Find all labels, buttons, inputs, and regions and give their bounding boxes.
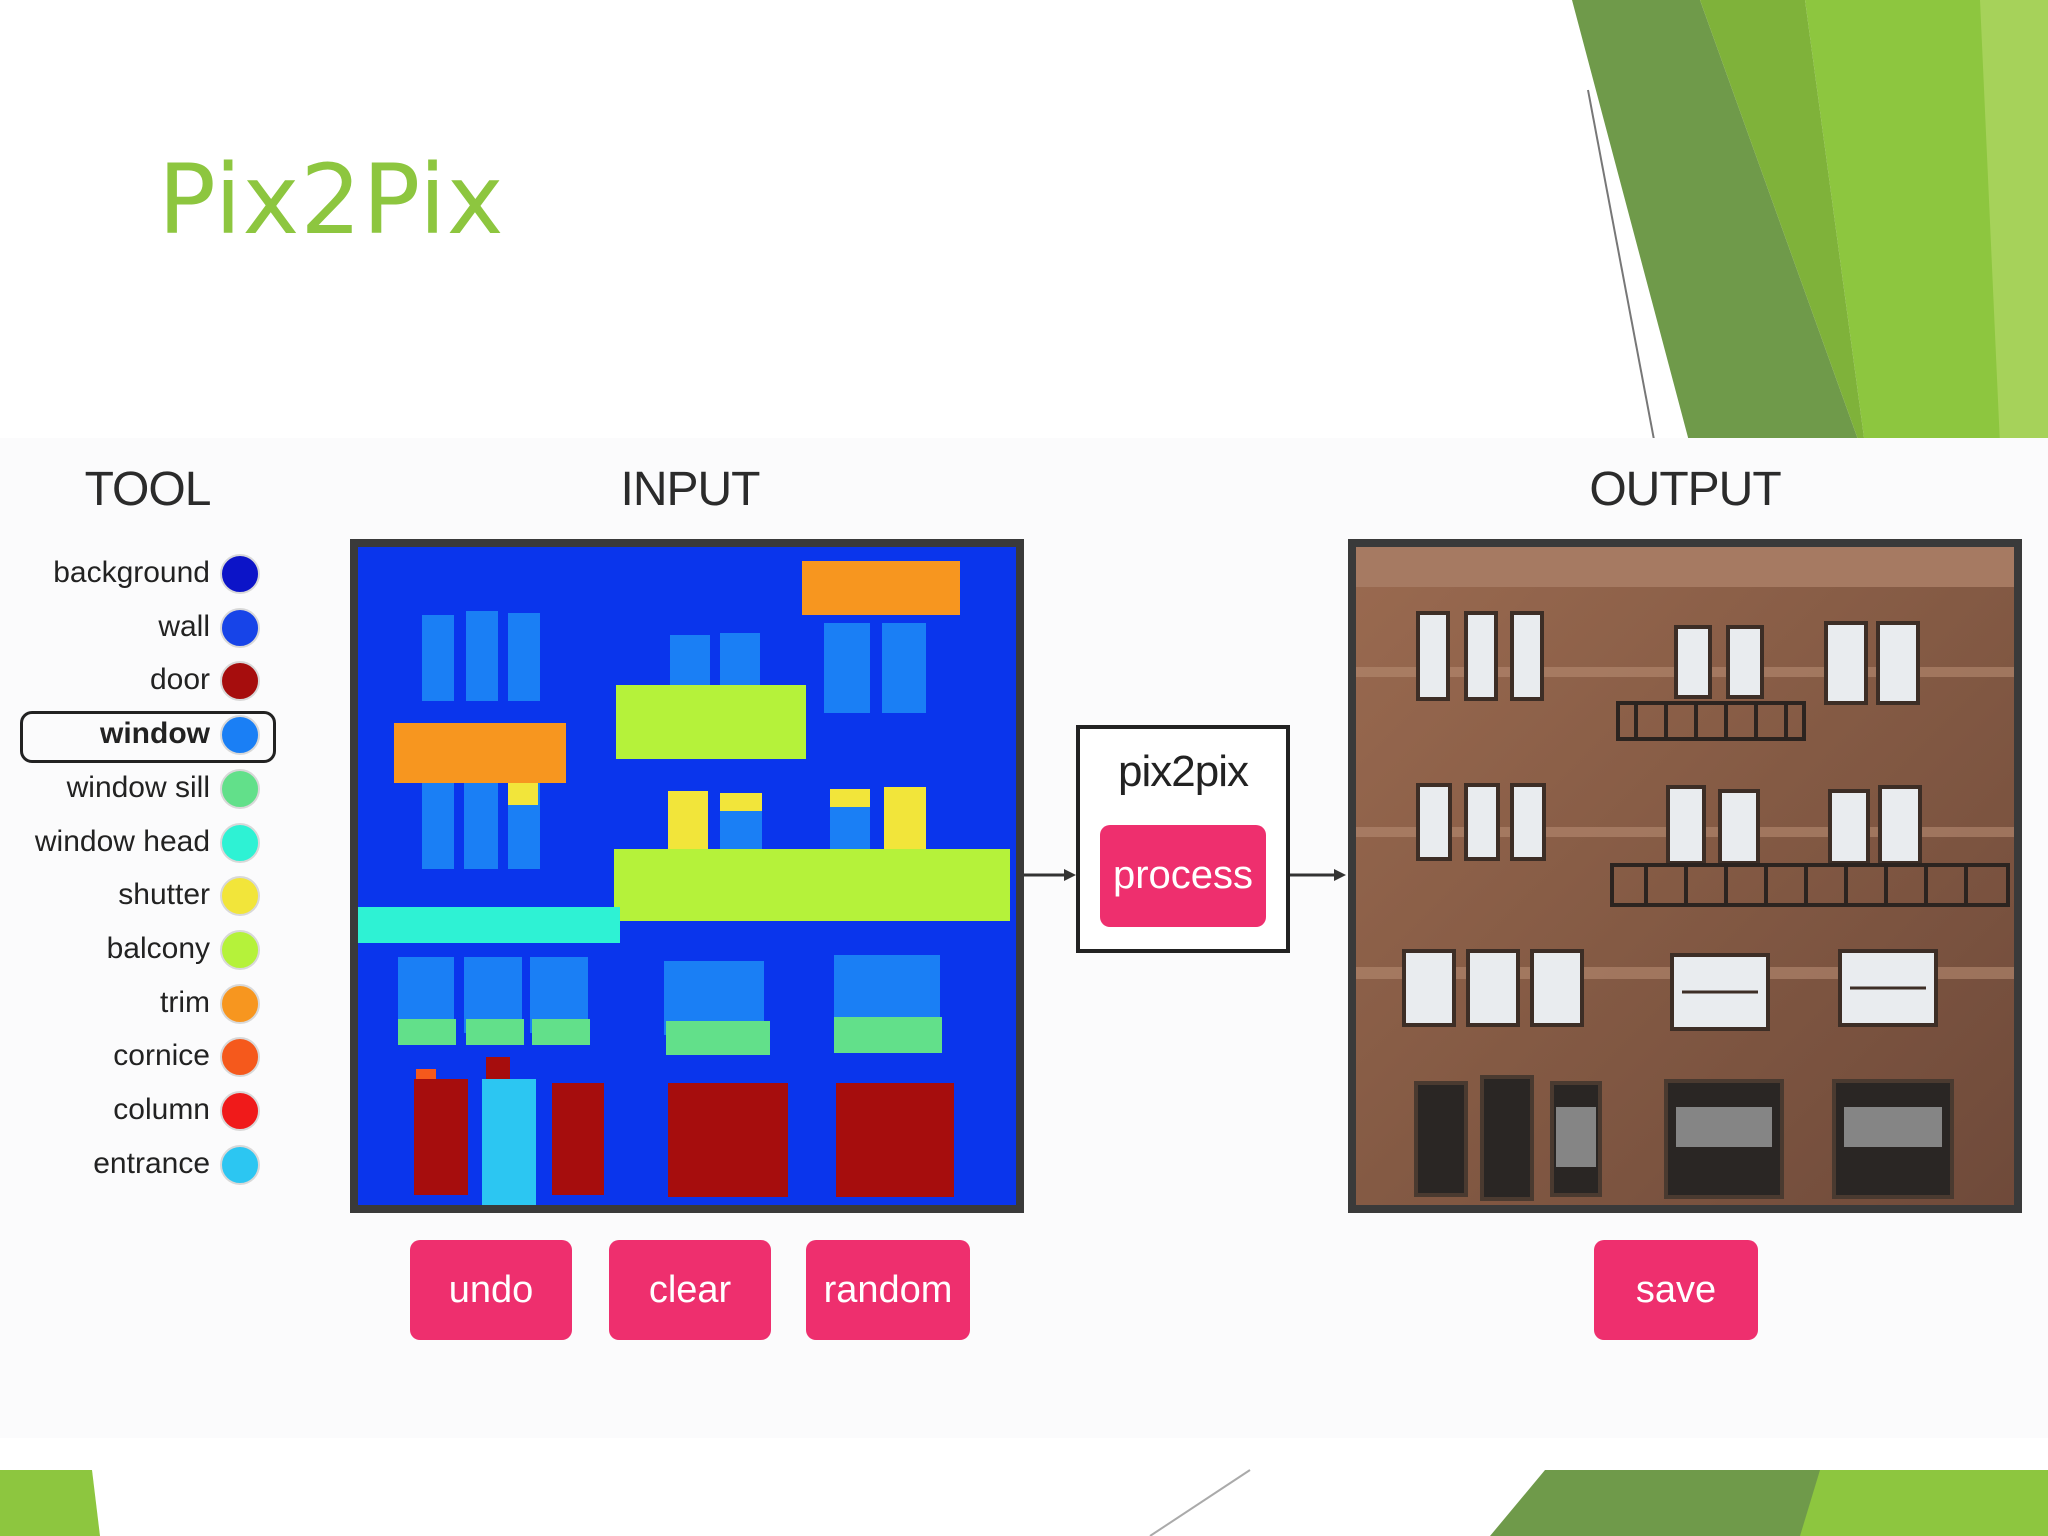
tool-item-cornice[interactable]: cornice <box>0 1035 260 1085</box>
random-button[interactable]: random <box>806 1240 970 1340</box>
color-swatch[interactable] <box>220 929 260 970</box>
generated-facade-image <box>1356 547 2014 1205</box>
output-header: OUTPUT <box>1589 463 1781 516</box>
tool-item-background[interactable]: background <box>0 552 260 602</box>
color-swatch[interactable] <box>220 1091 260 1131</box>
tool-item-window-sill[interactable]: window sill <box>0 767 260 817</box>
output-image <box>1348 539 2022 1213</box>
color-swatch[interactable] <box>220 768 260 809</box>
process-button[interactable]: process <box>1100 825 1266 927</box>
tool-item-label: window sill <box>66 770 210 804</box>
tool-item-label: shutter <box>118 878 210 912</box>
facade-label-map[interactable] <box>358 547 1016 1205</box>
tool-item-door[interactable]: door <box>0 659 260 709</box>
tool-item-label: wall <box>158 609 210 643</box>
tool-item-label: entrance <box>93 1146 210 1180</box>
tool-item-label: window <box>100 717 210 751</box>
slide-title: Pix2Pix <box>158 144 505 256</box>
input-canvas[interactable] <box>350 539 1024 1213</box>
tool-item-trim[interactable]: trim <box>0 982 260 1032</box>
color-swatch[interactable] <box>220 554 260 594</box>
tool-item-label: door <box>149 663 210 697</box>
tool-item-label: background <box>53 556 210 589</box>
tool-item-column[interactable]: column <box>0 1089 260 1139</box>
tool-header: TOOL <box>84 463 212 516</box>
tool-item-label: balcony <box>106 931 210 965</box>
color-swatch[interactable] <box>220 983 260 1024</box>
color-swatch[interactable] <box>220 876 260 917</box>
tool-item-label: column <box>113 1093 210 1126</box>
flow-arrows <box>1024 869 1346 881</box>
color-swatch[interactable] <box>220 1037 260 1078</box>
tool-item-entrance[interactable]: entrance <box>0 1143 260 1193</box>
clear-button[interactable]: clear <box>609 1240 771 1340</box>
tool-item-label: window head <box>34 824 210 858</box>
tool-item-shutter[interactable]: shutter <box>0 874 260 924</box>
input-header: INPUT <box>620 463 761 516</box>
color-swatch[interactable] <box>220 607 260 648</box>
save-button[interactable]: save <box>1594 1240 1758 1340</box>
pix2pix-processor: pix2pix process <box>1076 725 1290 953</box>
color-swatch[interactable] <box>220 661 260 702</box>
tool-item-label: trim <box>160 985 210 1019</box>
color-swatch[interactable] <box>220 822 260 863</box>
color-swatch[interactable] <box>220 715 260 756</box>
tool-item-label: cornice <box>113 1039 210 1073</box>
tool-item-window-head[interactable]: window head <box>0 821 260 871</box>
tool-item-window[interactable]: window <box>0 713 260 763</box>
tool-item-balcony[interactable]: balcony <box>0 928 260 978</box>
color-swatch[interactable] <box>220 1144 260 1185</box>
undo-button[interactable]: undo <box>410 1240 572 1340</box>
processor-label: pix2pix <box>1118 747 1249 796</box>
tool-item-wall[interactable]: wall <box>0 606 260 656</box>
selected-tool-frame <box>20 711 276 763</box>
